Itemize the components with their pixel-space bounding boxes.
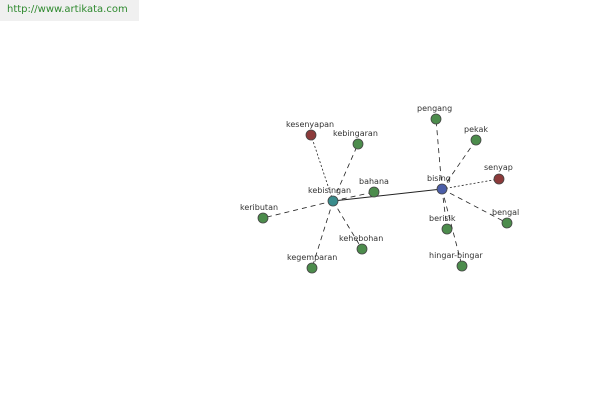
- node-pengang[interactable]: [430, 113, 442, 125]
- node-berisik[interactable]: [441, 223, 453, 235]
- node-label-bising[interactable]: bising: [427, 174, 451, 183]
- node-label-bahana[interactable]: bahana: [359, 177, 389, 186]
- edge-kebisingan-bahana: [332, 191, 375, 202]
- node-bising[interactable]: [436, 183, 448, 195]
- edge-bising-kebisingan: [332, 188, 443, 202]
- node-pekak[interactable]: [470, 134, 482, 146]
- nodes-layer: [257, 113, 513, 274]
- edge-bising-berisik: [441, 188, 448, 230]
- node-label-pengang[interactable]: pengang: [417, 104, 452, 113]
- site-url-link[interactable]: http://www.artikata.com: [7, 4, 128, 15]
- edges-layer: [262, 118, 508, 269]
- edge-kebisingan-kebingaran: [332, 143, 359, 202]
- node-bahana[interactable]: [368, 186, 380, 198]
- node-label-bengal[interactable]: bengal: [492, 208, 519, 217]
- edge-kebisingan-kesenyapan: [310, 134, 334, 202]
- node-senyap[interactable]: [493, 173, 505, 185]
- site-banner: http://www.artikata.com: [0, 0, 139, 21]
- node-keributan[interactable]: [257, 212, 269, 224]
- node-kebingaran[interactable]: [352, 138, 364, 150]
- node-label-keributan[interactable]: keributan: [240, 203, 278, 212]
- edge-kebisingan-keributan: [262, 200, 334, 219]
- node-bengal[interactable]: [501, 217, 513, 229]
- node-label-kebingaran[interactable]: kebingaran: [333, 129, 378, 138]
- node-label-kesenyapan[interactable]: kesenyapan: [286, 120, 334, 129]
- node-label-senyap[interactable]: senyap: [484, 163, 513, 172]
- node-label-kebisingan[interactable]: kebisingan: [308, 186, 351, 195]
- labels-layer: bising kebisingan pengang pekak senyap bengal…: [240, 104, 519, 262]
- edge-kebisingan-kegemparan: [311, 200, 334, 269]
- node-label-pekak[interactable]: pekak: [464, 125, 488, 134]
- edge-bising-pekak: [441, 139, 477, 190]
- node-kegemparan[interactable]: [306, 262, 318, 274]
- node-kebisingan[interactable]: [327, 195, 339, 207]
- edge-kebisingan-kehebohan: [332, 200, 363, 250]
- node-kesenyapan[interactable]: [305, 129, 317, 141]
- edge-bising-pengang: [435, 118, 443, 190]
- node-hingar-bingar[interactable]: [456, 260, 468, 272]
- edge-bising-bengal: [441, 188, 508, 224]
- node-label-hingar-bingar[interactable]: hingar-bingar: [429, 251, 483, 260]
- node-label-kehebohan[interactable]: kehebohan: [339, 234, 383, 243]
- node-kehebohan[interactable]: [356, 243, 368, 255]
- node-label-kegemparan[interactable]: kegemparan: [287, 253, 337, 262]
- edge-bising-senyap: [441, 178, 500, 190]
- node-label-berisik[interactable]: berisik: [429, 214, 456, 223]
